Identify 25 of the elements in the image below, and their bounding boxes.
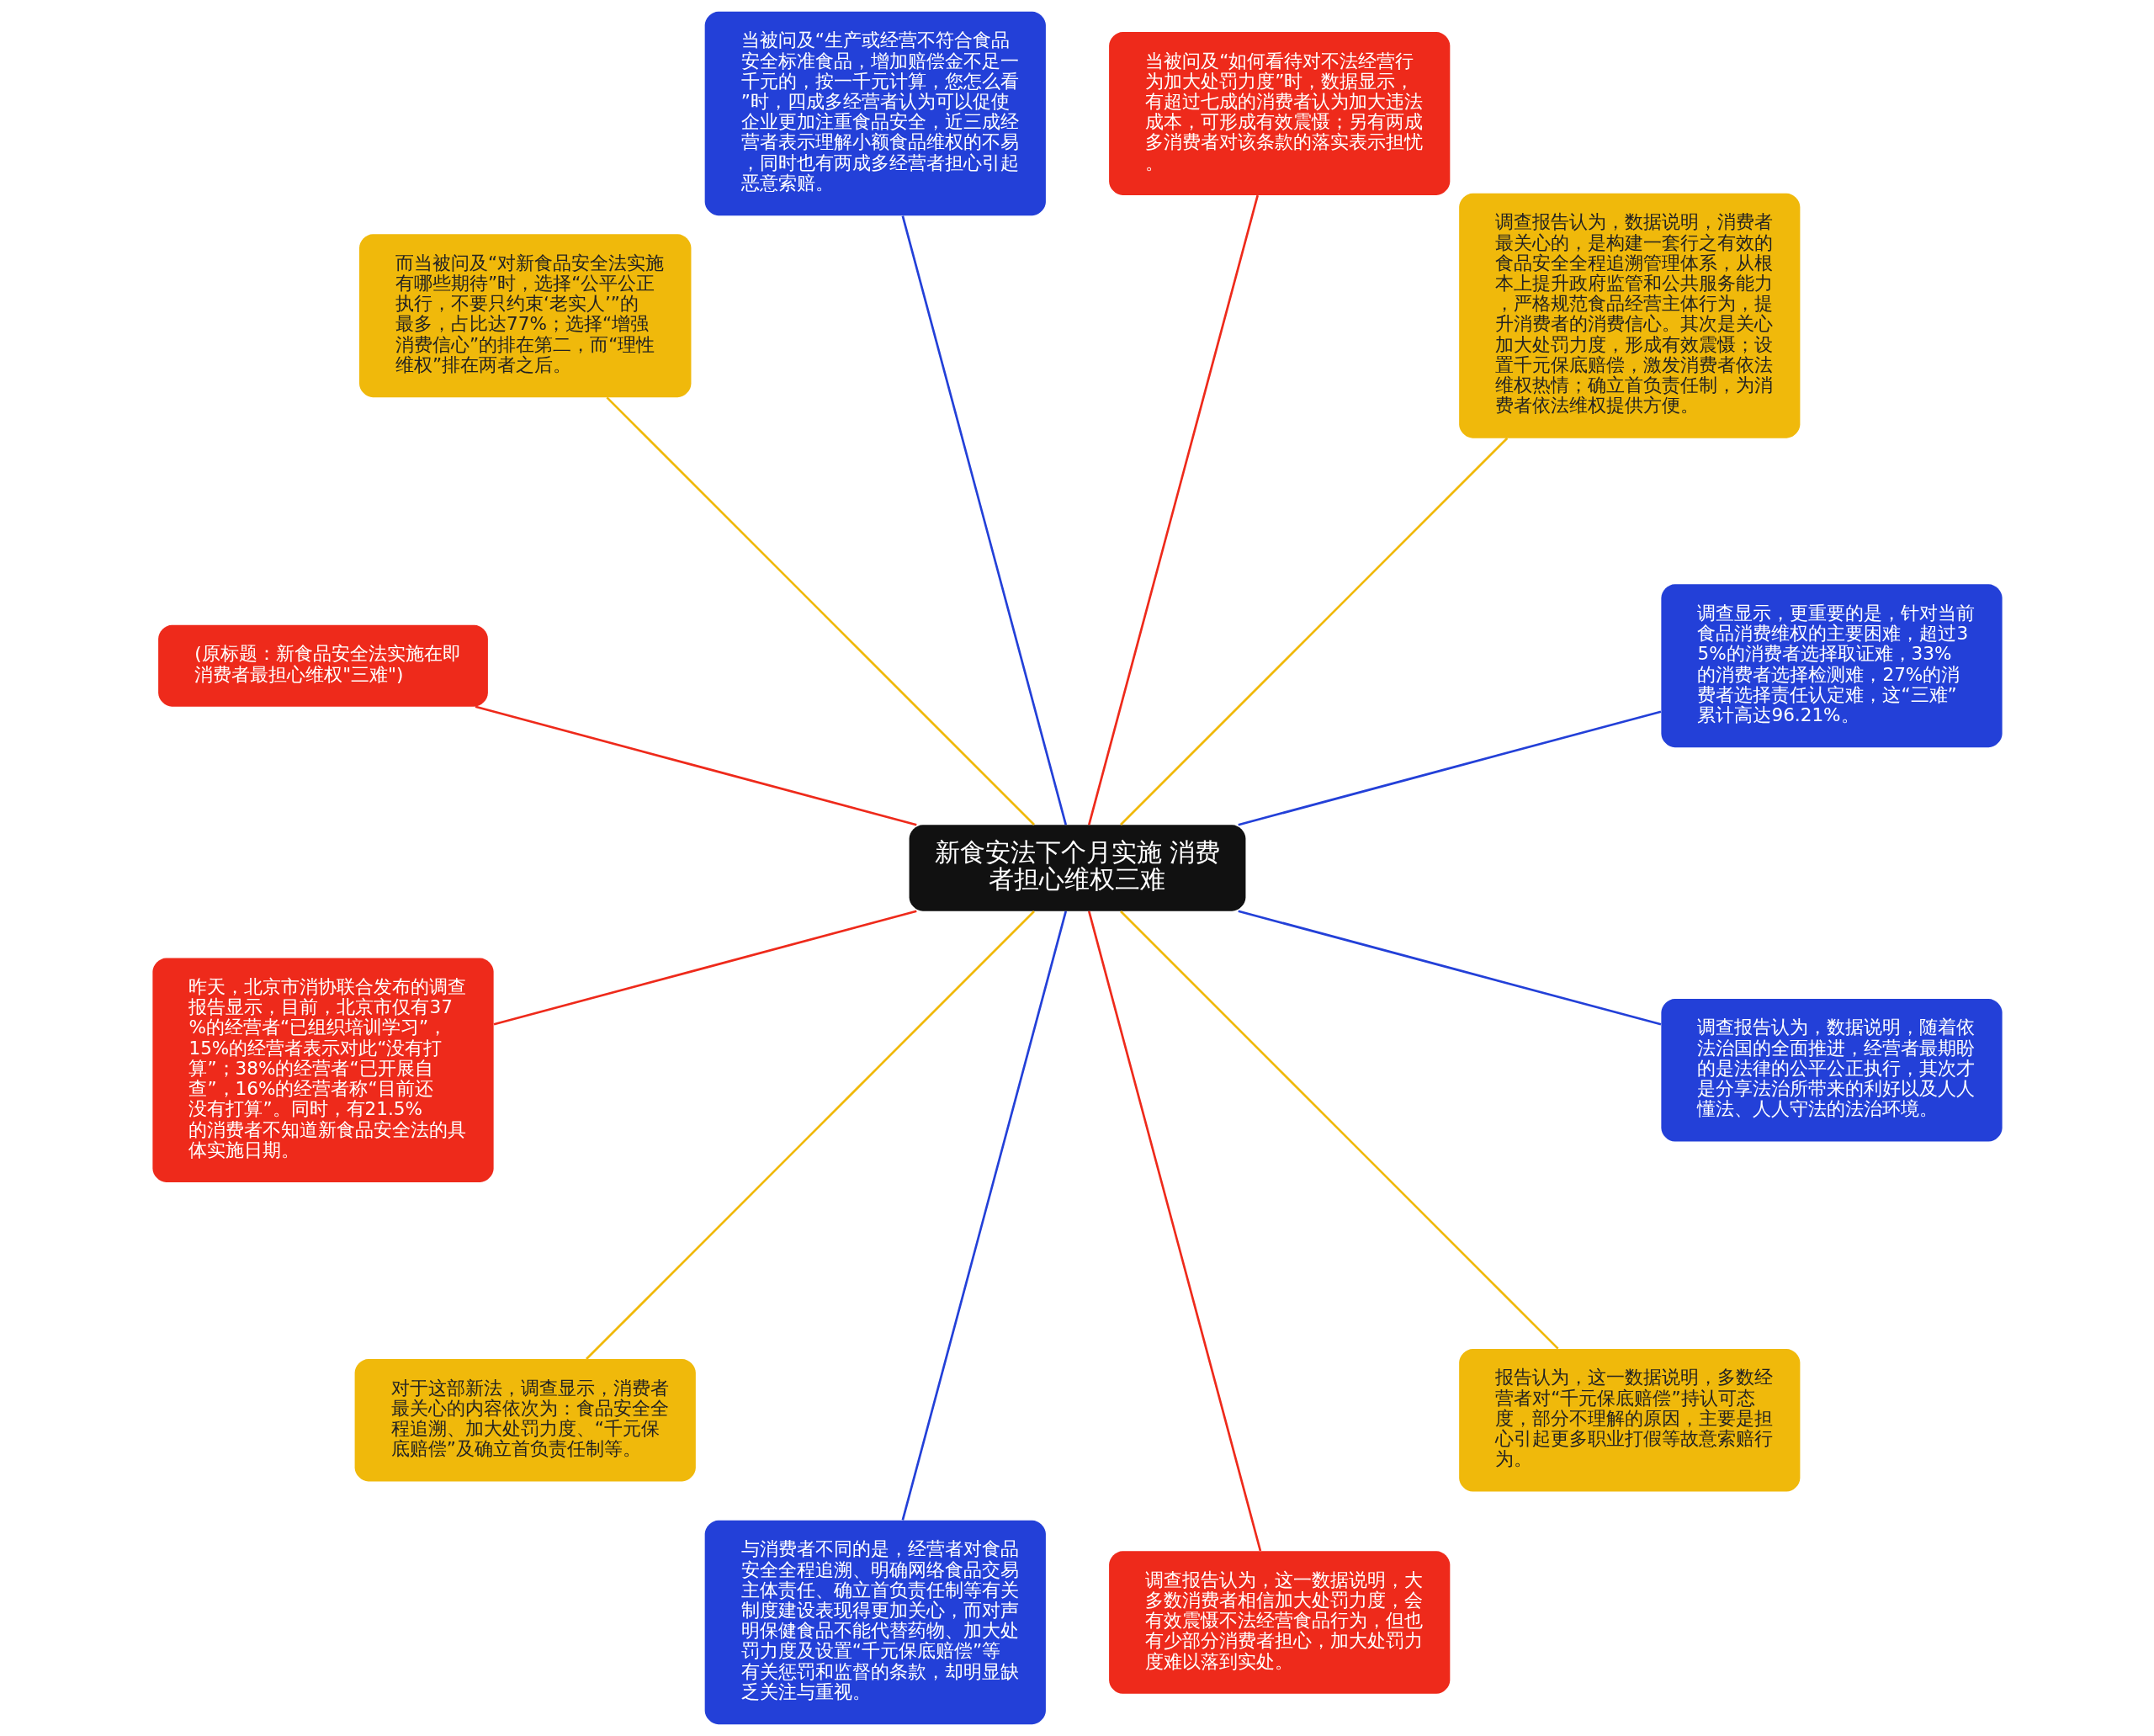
connector [1119, 910, 1559, 1350]
connector [1237, 910, 1661, 1026]
connector [493, 910, 917, 1026]
connector [605, 396, 1035, 826]
connector [901, 910, 1067, 1521]
node-box: 与消费者不同的是，经营者对食品安全全程追溯、明确网络食品交易主体责任、确立首负责任制等有关制度建设表现得更加关心，而对声明保健食品不能代替药物、加大处罚力度及设置“千元保底赔偿”等有关惩罚和监督的条款，却明显缺乏关注与重视。 [704, 1520, 1046, 1725]
node-box: (原标题：新食品安全法实施在即消费者最担心维权"三难") [157, 624, 488, 707]
connector [585, 910, 1035, 1360]
node-box: 调查报告认为，数据说明，消费者最关心的，是构建一套行之有效的食品安全全程追溯管理体系，从根本上提升政府监管和公共服务能力，严格规范食品经营主体行为，提升消费者的消费信心。其次是关心加大处罚力度，形成有效震慑；设置千元保底赔偿，激发消费者依法维权热情；确立首负责任制，为消费者依法维权提供方便。 [1458, 193, 1800, 438]
node-box: 昨天，北京市消协联合发布的调查报告显示，目前，北京市仅有37%的经营者“已组织培训学习”，15%的经营者表示对此“没有打算”；38%的经营者“已开展自查”，16%的经营者称“目前还没有打算”。同时，有21.5%的消费者不知道新食品安全法的具体实施日期。 [151, 958, 494, 1182]
connector [1237, 710, 1661, 826]
node-box: 报告认为，这一数据说明，多数经营者对“千元保底赔偿”持认可态度，部分不理解的原因，主要是担心引起更多职业打假等故意索赔行为。 [1458, 1348, 1800, 1492]
connector [1119, 437, 1508, 826]
connector [475, 705, 917, 826]
node-box: 对于这部新法，调查显示，消费者最关心的内容依次为：食品安全全程追溯、加大处罚力度、“千元保底赔偿”及确立首负责任制等。 [354, 1359, 696, 1482]
connector [1087, 194, 1259, 826]
node-box: 当被问及“生产或经营不符合食品安全标准食品，增加赔偿金不足一千元的，按一千元计算，您怎么看”时，四成多经营者认为可以促使企业更加注重食品安全，近三成经营者表示理解小额食品维权的不易，同时也有两成多经营者担心引起恶意索赔。 [704, 11, 1046, 216]
node-box: 调查报告认为，数据说明，随着依法治国的全面推进，经营者最期盼的是法律的公平公正执行，其次才是分享法治所带来的利好以及人人懂法、人人守法的法治环境。 [1660, 998, 2003, 1142]
node-box: 当被问及“如何看待对不法经营行为加大处罚力度”时，数据显示，有超过七成的消费者认为加大违法成本，可形成有效震慑；另有两成多消费者对该条款的落实表示担忧。 [1108, 32, 1450, 195]
node-box: 新食安法下个月实施 消费者担心维权三难 [909, 825, 1245, 911]
connector [1087, 910, 1261, 1552]
node-box: 调查报告认为，这一数据说明，大多数消费者相信加大处罚力度，会有效震慑不法经营食品行为，但也有少部分消费者担心，加大处罚力度难以落到实处。 [1108, 1551, 1450, 1694]
connector [901, 215, 1067, 826]
node-box: 调查显示，更重要的是，针对当前食品消费维权的主要困难，超过35%的消费者选择取证难，33%的消费者选择检测难，27%的消费者选择责任认定难，这“三难”累计高达96.21%。 [1660, 584, 2003, 748]
node-box: 而当被问及“对新食品安全法实施有哪些期待”时，选择“公平公正执行，不要只约束‘老实人’”的最多，占比达77%；选择“增强消费信心”的排在第二，而“理性维权”排在两者之后。 [358, 234, 691, 398]
